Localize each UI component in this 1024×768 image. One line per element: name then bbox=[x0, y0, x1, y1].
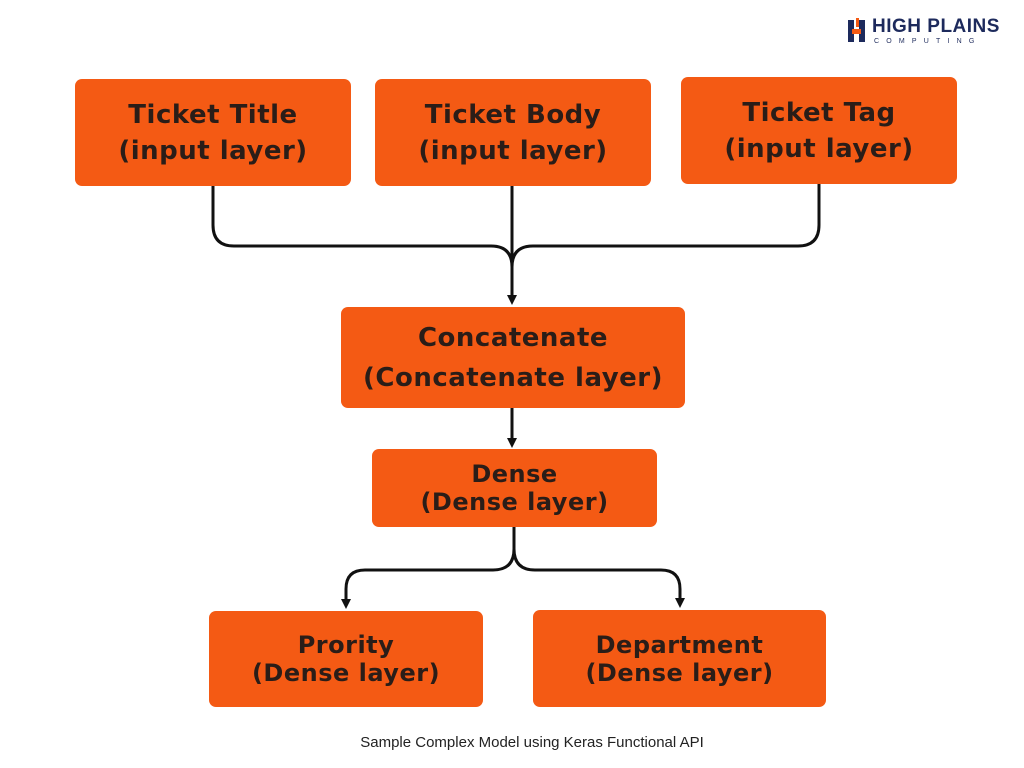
node-department-name: Department bbox=[595, 630, 764, 659]
node-priority-name: Prority bbox=[297, 631, 395, 659]
figure-caption: Sample Complex Model using Keras Functio… bbox=[360, 734, 704, 751]
node-concatenate-name: Concatenate bbox=[417, 322, 609, 353]
node-dense-name: Dense bbox=[471, 460, 558, 488]
node-dense-type: (Dense layer) bbox=[420, 488, 609, 516]
node-ticket-body: Ticket Body (input layer) bbox=[375, 79, 651, 186]
node-priority-type: (Dense layer) bbox=[251, 659, 441, 687]
node-priority: Prority (Dense layer) bbox=[209, 611, 483, 707]
node-concatenate-type: (Concatenate layer) bbox=[363, 362, 663, 393]
node-ticket-tag: Ticket Tag (input layer) bbox=[681, 77, 957, 184]
node-ticket-body-name: Ticket Body bbox=[424, 99, 602, 130]
node-ticket-body-type: (input layer) bbox=[418, 135, 608, 166]
node-dense: Dense (Dense layer) bbox=[372, 449, 657, 527]
edge-ticket-title-to-concatenate bbox=[211, 186, 517, 305]
edge-dense-to-department bbox=[512, 548, 685, 608]
edge-ticket-tag-to-concatenate bbox=[510, 184, 821, 300]
edge-dense-to-priority bbox=[341, 527, 516, 609]
high-plains-logo: HIGH PLAINS COMPUTING bbox=[848, 16, 1013, 50]
node-department: Department (Dense layer) bbox=[533, 610, 826, 707]
node-ticket-title-type: (input layer) bbox=[118, 135, 308, 166]
node-ticket-tag-type: (input layer) bbox=[724, 133, 914, 164]
node-ticket-title: Ticket Title (input layer) bbox=[75, 79, 351, 186]
logo-name: HIGH PLAINS bbox=[872, 16, 1000, 37]
logo-mark-icon bbox=[848, 18, 865, 42]
node-department-type: (Dense layer) bbox=[585, 658, 774, 687]
node-concatenate: Concatenate (Concatenate layer) bbox=[341, 307, 685, 408]
logo-subtitle: COMPUTING bbox=[874, 38, 982, 45]
node-ticket-tag-name: Ticket Tag bbox=[742, 97, 896, 128]
node-ticket-title-name: Ticket Title bbox=[128, 99, 298, 130]
